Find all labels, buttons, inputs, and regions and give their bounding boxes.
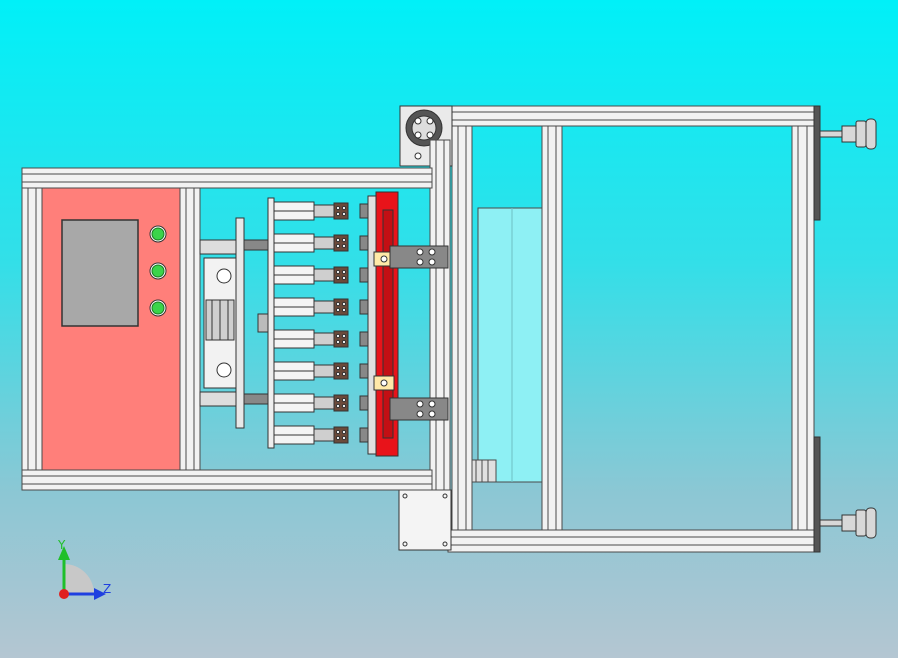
axis-y-label: Y <box>58 538 66 552</box>
slide-rail <box>429 139 451 491</box>
cylinder-assembly <box>199 197 275 449</box>
green-indicator-icon[interactable] <box>149 225 167 243</box>
toggle-clamp <box>273 201 369 221</box>
mount-bracket <box>389 245 449 421</box>
junction-box <box>398 489 452 551</box>
green-indicator-icon[interactable] <box>149 299 167 317</box>
leveling-foot-icon <box>819 118 877 150</box>
hmi-screen[interactable] <box>61 219 139 327</box>
toggle-clamp <box>273 393 369 413</box>
transparent-panel <box>477 207 543 483</box>
clamp-array <box>273 201 369 445</box>
lower-roller <box>471 459 497 483</box>
toggle-clamp <box>273 361 369 381</box>
axis-z-label: Z <box>103 582 112 596</box>
green-indicator-icon[interactable] <box>149 262 167 280</box>
toggle-clamp <box>273 297 369 317</box>
coordinate-triad-icon <box>58 546 106 600</box>
right-end-plate-bottom <box>813 436 821 553</box>
leveling-foot-icon <box>819 507 877 539</box>
toggle-clamp <box>273 425 369 445</box>
right-end-plate-top <box>813 105 821 221</box>
toggle-clamp <box>273 265 369 285</box>
toggle-clamp <box>273 233 369 253</box>
panel-buttons <box>149 225 167 317</box>
toggle-clamp <box>273 329 369 349</box>
main-frame <box>447 105 821 553</box>
left-frame <box>21 167 433 491</box>
